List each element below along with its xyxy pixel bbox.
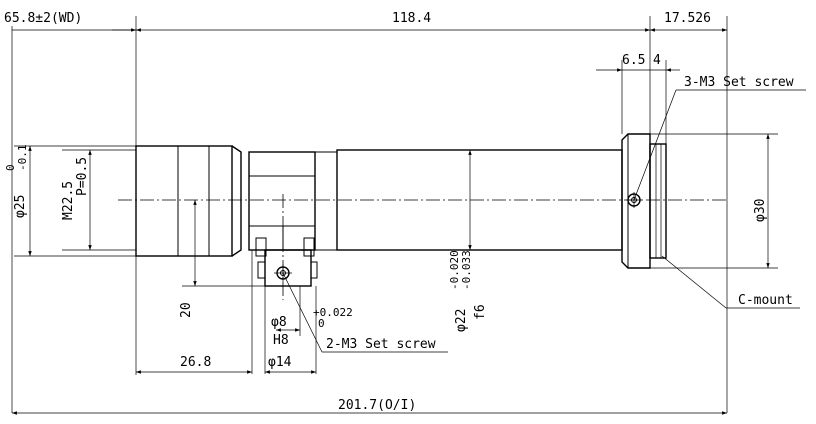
- dim-set-screw-offset-b: 4: [653, 53, 661, 68]
- dim-total-length: 201.7(O/I): [338, 398, 416, 413]
- callout-bottom-set-screw: 2-M3 Set screw: [326, 337, 436, 352]
- dim-clamp-width: φ14: [268, 355, 292, 370]
- dim-thread: M22.5: [61, 181, 76, 220]
- dim-front-diameter: φ25: [13, 195, 28, 218]
- taper-ring: [231, 145, 242, 257]
- dim-tube-diameter: φ22: [454, 309, 469, 332]
- dim-pin-tol-upper: +0.022: [313, 306, 353, 319]
- dim-mount-diameter: φ30: [753, 199, 768, 222]
- leader-lines: [282, 89, 806, 353]
- dim-working-distance: 65.8±2(WD): [4, 11, 82, 26]
- callout-c-mount: C-mount: [738, 293, 793, 308]
- dim-set-screw-offset-a: 6.5: [622, 53, 645, 68]
- callout-top-set-screw: 3-M3 Set screw: [684, 75, 794, 90]
- dim-clamp-offset: 26.8: [180, 355, 211, 370]
- c-mount-thread: [649, 143, 667, 259]
- dim-tube-tol-upper: -0.020: [448, 250, 461, 290]
- dim-thread-pitch: P=0.5: [75, 157, 90, 196]
- lens-outline: [135, 133, 667, 287]
- front-barrel: [135, 145, 233, 257]
- dim-pin-diameter: φ8: [271, 315, 287, 330]
- dim-pin-fit: H8: [273, 333, 289, 348]
- dim-tube-fit: f6: [473, 304, 488, 320]
- dim-body-length: 118.4: [392, 11, 431, 26]
- dim-clamp-height: 20: [179, 302, 194, 318]
- dim-front-tol-upper: 0: [4, 164, 17, 171]
- extension-lines: [11, 16, 778, 413]
- dim-front-tol-lower: -0.1: [16, 145, 29, 172]
- dim-tube-tol-lower: -0.033: [460, 250, 473, 290]
- dim-mount-length: 17.526: [664, 11, 711, 26]
- clamp-block: [248, 151, 316, 251]
- dim-pin-tol-lower: 0: [318, 317, 325, 330]
- dimension-lines: [12, 28, 770, 415]
